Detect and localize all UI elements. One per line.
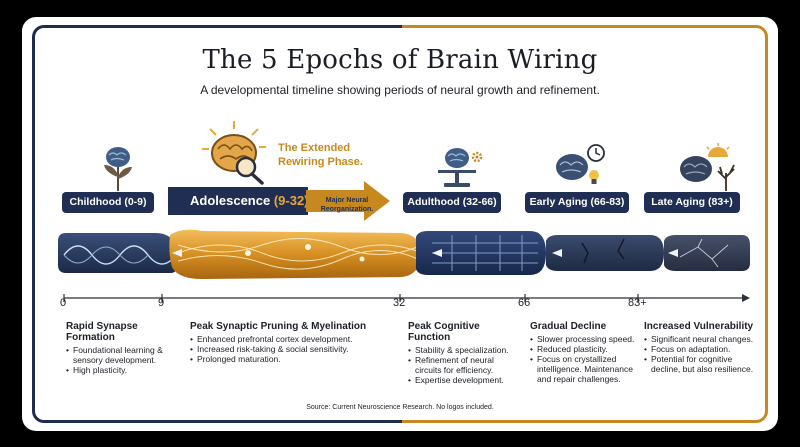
band-early-aging: [546, 235, 664, 271]
source-note: Source: Current Neuroscience Research. N…: [306, 404, 494, 411]
tick-label-83: 83+: [628, 297, 647, 309]
desc-early-aging: Gradual Decline Slower processing speed.…: [530, 321, 636, 384]
tick-label-9: 9: [158, 297, 165, 309]
brain-sprout-icon: [104, 147, 132, 191]
desc-adolescence: Peak Synaptic Pruning & Myelination Enha…: [190, 321, 390, 364]
band-childhood: [58, 233, 181, 273]
infographic-card: The 5 Epochs of Brain Wiring A developme…: [22, 17, 778, 431]
age-axis: [63, 294, 750, 302]
neural-timeline-band: [58, 229, 750, 279]
epoch-label-late-aging: Late Aging (83+): [644, 192, 740, 213]
desc-childhood: Rapid Synapse Formation Foundational lea…: [66, 321, 166, 375]
brain-sunset-tree-icon: [680, 143, 735, 191]
page-title: The 5 Epochs of Brain Wiring: [202, 45, 598, 75]
brain-clock-icon: [556, 144, 605, 184]
desc-late-aging: Increased Vulnerability Significant neur…: [644, 321, 756, 374]
brain-magnifier-icon: [202, 121, 266, 185]
navy-frame: [32, 25, 402, 423]
band-late-aging: [664, 235, 750, 271]
brain-balance-gear-icon: [438, 148, 483, 187]
epoch-label-adulthood: Adulthood (32-66): [403, 192, 501, 213]
epoch-label-childhood: Childhood (0-9): [62, 192, 154, 213]
page-subtitle: A developmental timeline showing periods…: [200, 83, 600, 97]
tick-label-0: 0: [60, 297, 67, 309]
band-adolescence: [169, 229, 422, 279]
tick-label-32: 32: [393, 297, 406, 309]
epoch-label-early-aging: Early Aging (66-83): [525, 192, 629, 213]
desc-adulthood: Peak Cognitive Function Stability & spec…: [408, 321, 514, 385]
reorganization-note: Major Neural Reorganization.: [320, 197, 374, 213]
tick-label-66: 66: [518, 297, 531, 309]
gold-frame: [402, 25, 768, 423]
epoch-label-adolescence: Adolescence (9-32): [168, 187, 309, 215]
extended-rewiring-label: The Extended Rewiring Phase.: [278, 142, 363, 168]
adolescence-arrow: [306, 181, 390, 221]
